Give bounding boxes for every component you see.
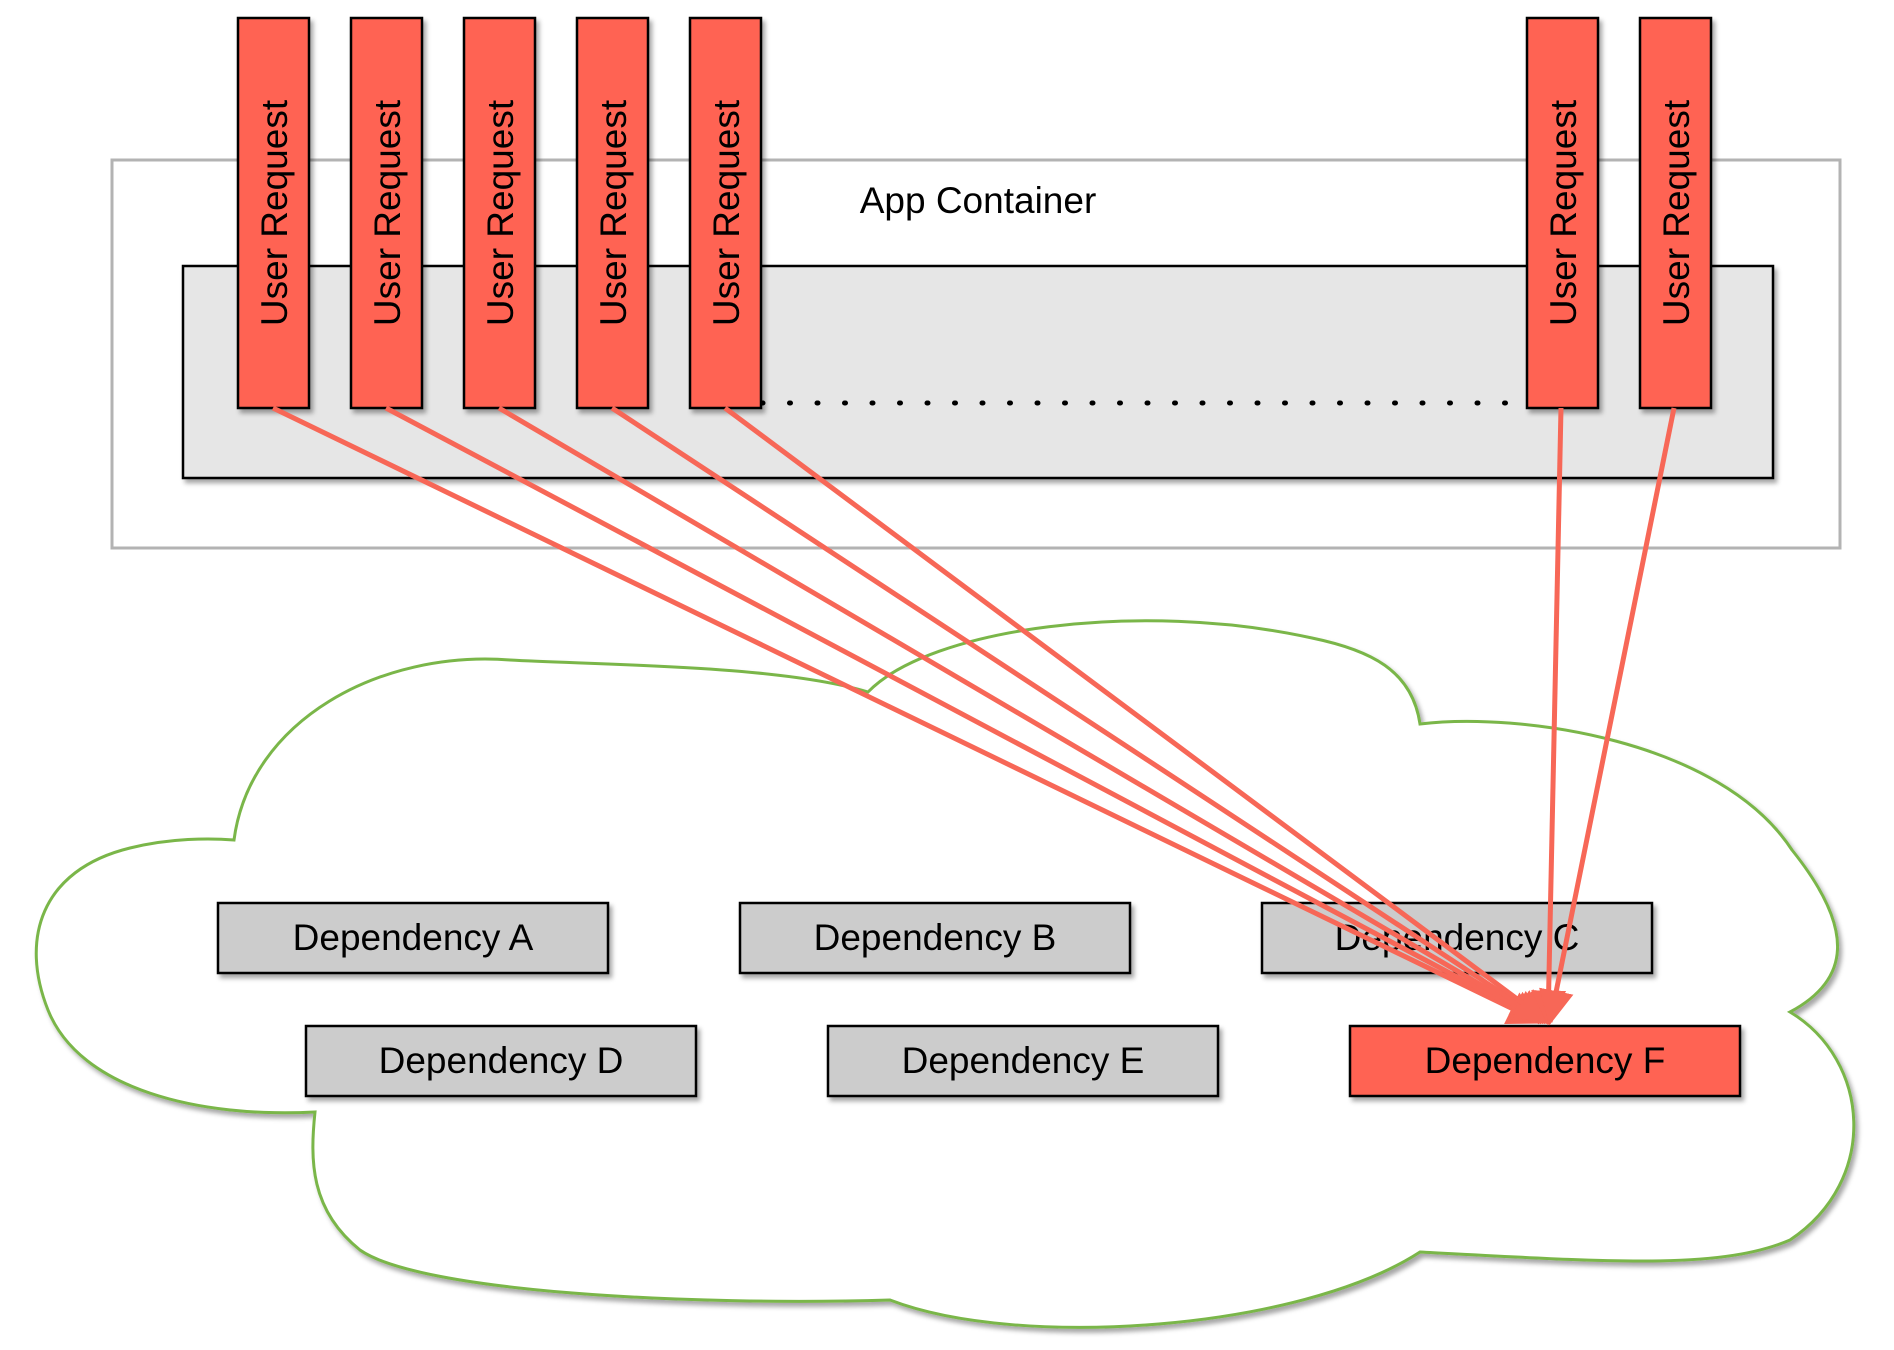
user-request-5: User Request bbox=[688, 16, 763, 410]
dependency-d: Dependency D bbox=[304, 1024, 698, 1098]
dependency-e-label: Dependency E bbox=[902, 1040, 1145, 1081]
arrow-request-7 bbox=[1539, 407, 1677, 1026]
user-request-1-label: User Request bbox=[254, 99, 295, 326]
arrow-request-4 bbox=[610, 405, 1549, 1025]
user-request-2-label: User Request bbox=[367, 99, 408, 326]
dependency-b: Dependency B bbox=[738, 901, 1132, 975]
dependency-f: Dependency F bbox=[1348, 1024, 1742, 1098]
arrow-request-3 bbox=[497, 405, 1548, 1025]
user-request-4: User Request bbox=[575, 16, 650, 410]
user-request-5-label: User Request bbox=[706, 99, 747, 326]
user-request-1: User Request bbox=[236, 16, 311, 410]
app-container-label: App Container bbox=[860, 180, 1097, 221]
arrow-request-1 bbox=[271, 405, 1544, 1025]
dependency-b-label: Dependency B bbox=[814, 917, 1057, 958]
dependency-f-label: Dependency F bbox=[1425, 1040, 1666, 1081]
arrow-request-2 bbox=[384, 405, 1546, 1025]
request-arrows bbox=[271, 405, 1677, 1026]
arrow-request-6 bbox=[1531, 407, 1567, 1026]
dependency-a: Dependency A bbox=[216, 901, 610, 975]
user-request-3: User Request bbox=[462, 16, 537, 410]
dependency-d-label: Dependency D bbox=[379, 1040, 624, 1081]
user-request-6: User Request bbox=[1525, 16, 1600, 410]
user-request-6-label: User Request bbox=[1543, 99, 1584, 326]
user-request-3-label: User Request bbox=[480, 99, 521, 326]
user-request-4-label: User Request bbox=[593, 99, 634, 326]
dependency-e: Dependency E bbox=[826, 1024, 1220, 1098]
arrow-request-5 bbox=[723, 405, 1551, 1025]
user-request-2: User Request bbox=[349, 16, 424, 410]
user-request-7: User Request bbox=[1638, 16, 1713, 410]
dependency-a-label: Dependency A bbox=[293, 917, 534, 958]
user-request-7-label: User Request bbox=[1656, 99, 1697, 326]
